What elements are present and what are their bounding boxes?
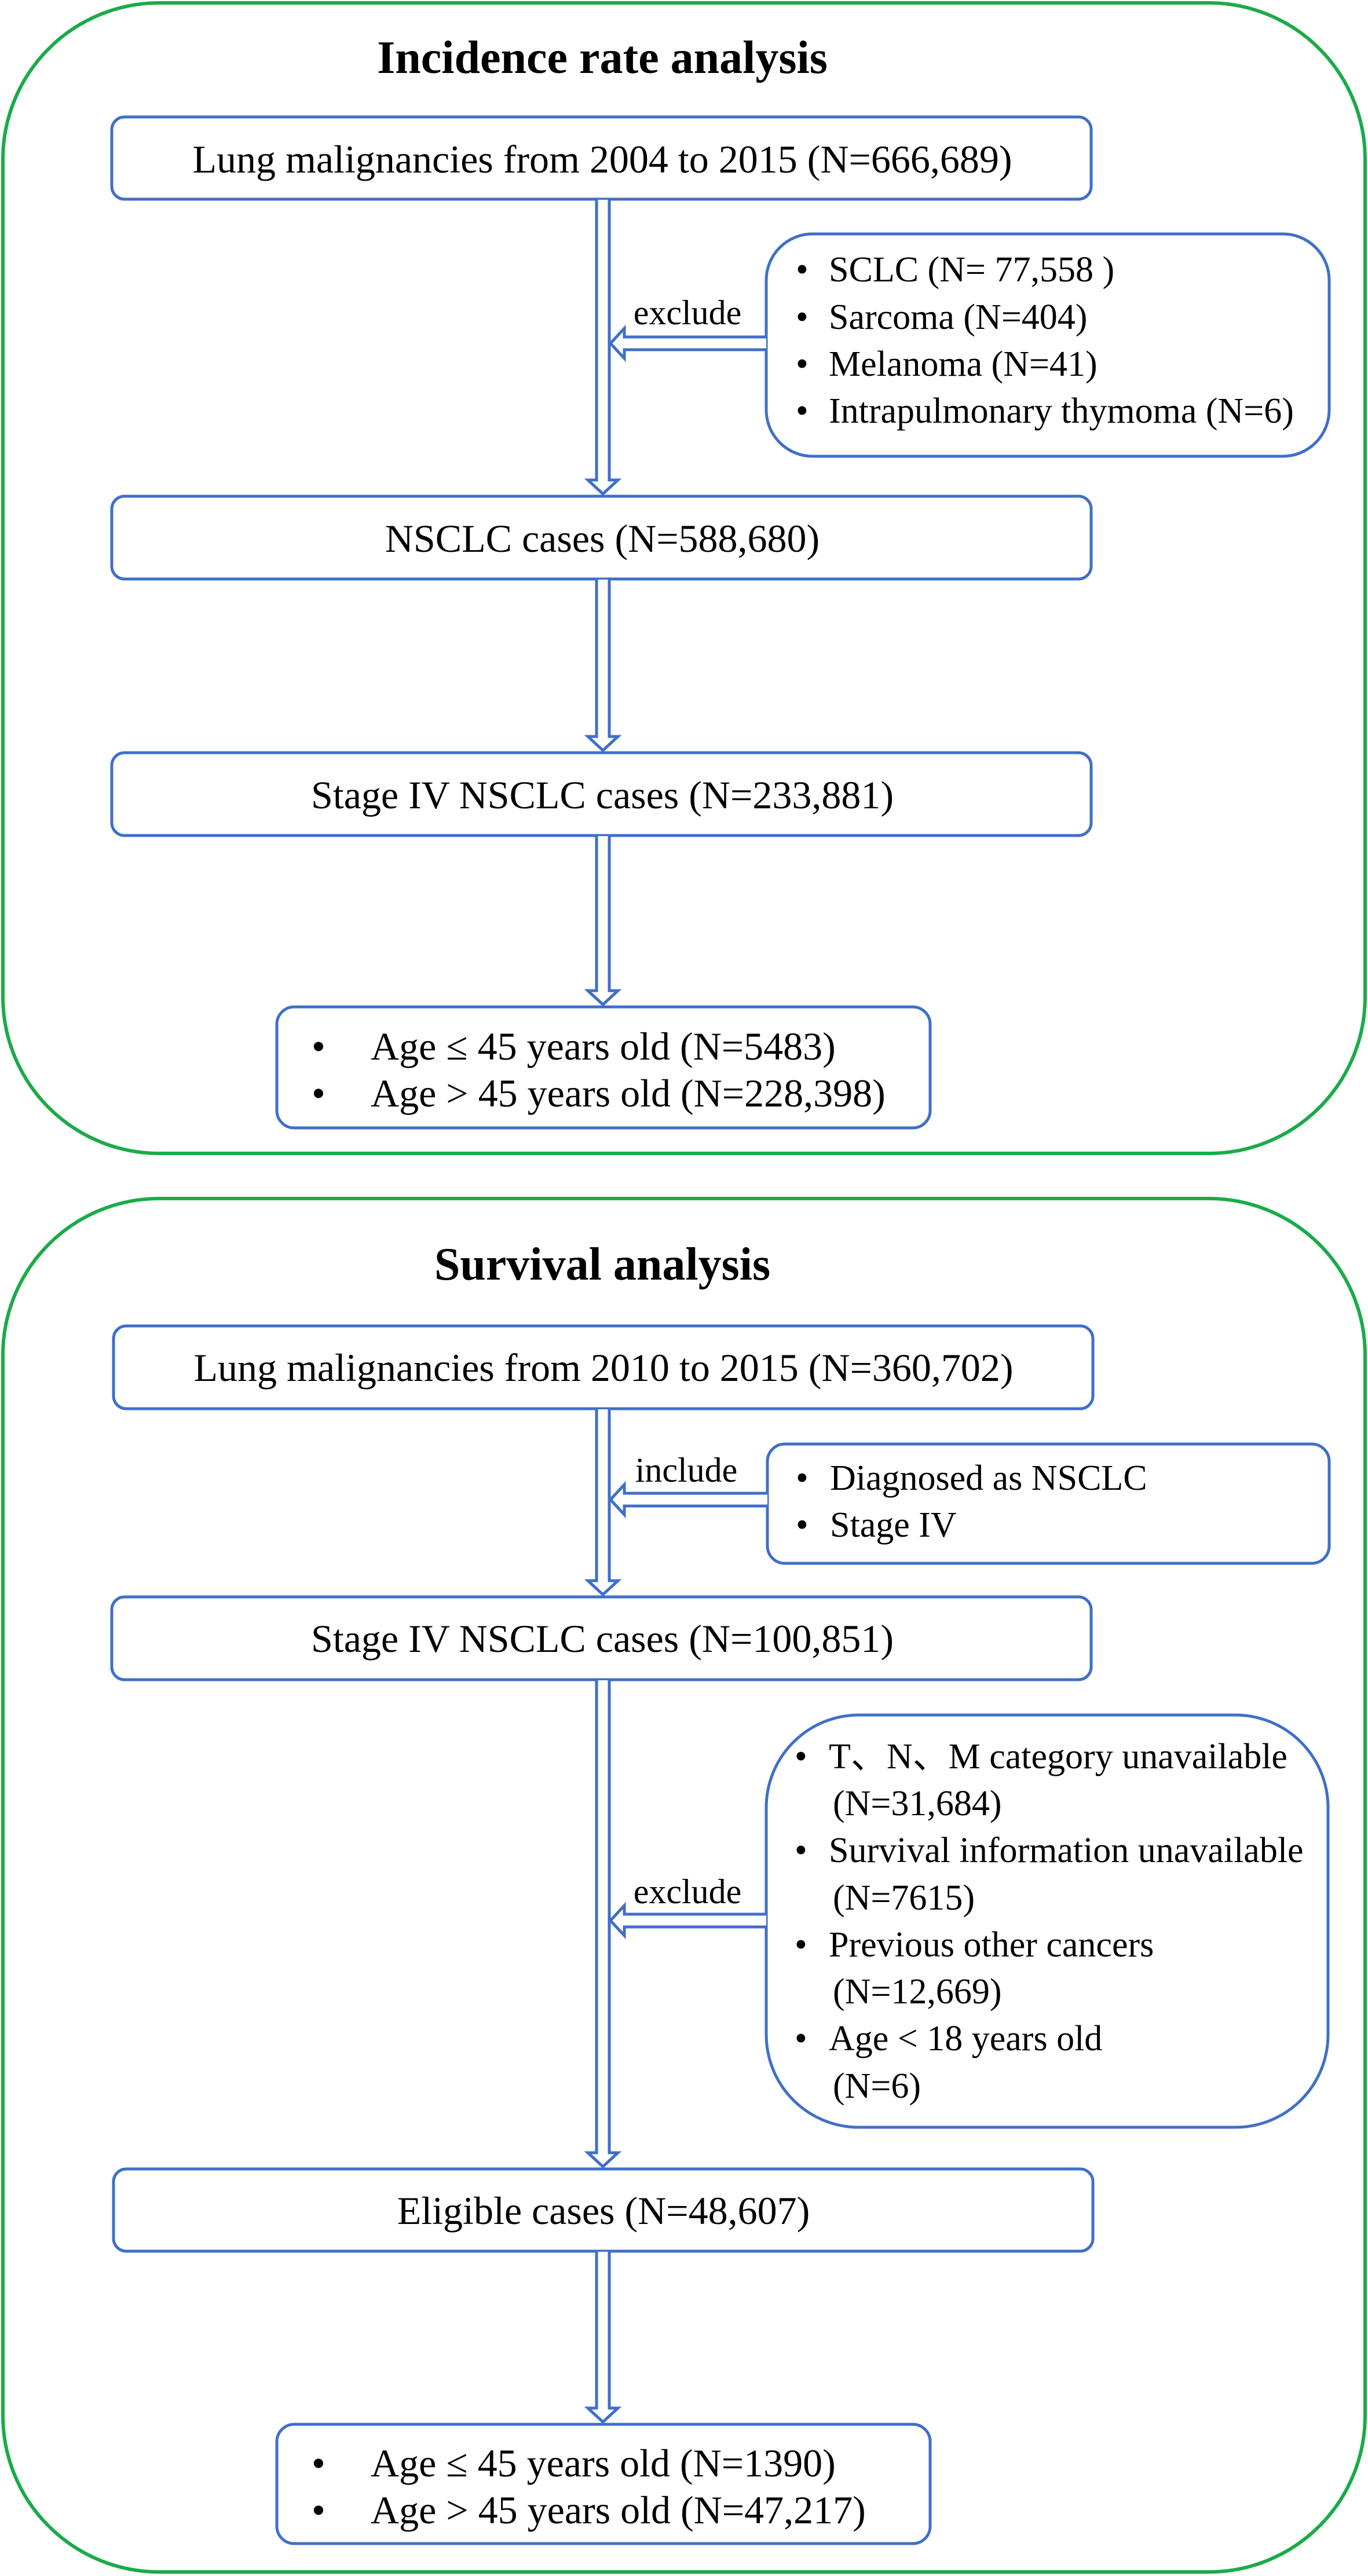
- exclusion-item: Age < 18 years old: [829, 2019, 1102, 2058]
- bullet: •: [795, 1737, 807, 1776]
- bullet: •: [312, 1071, 325, 1115]
- incidence-panel-border: [1, 1, 1367, 1155]
- group-item: Age > 45 years old (N=47,217): [371, 2488, 866, 2532]
- bullet: •: [796, 345, 809, 384]
- exclusion-count: (N=12,669): [833, 1972, 1002, 2011]
- survival-exclusion-box: [765, 1713, 1330, 2129]
- incidence-step1-box: [110, 115, 1093, 201]
- survival-step2-text: Stage IV NSCLC cases (N=100,851): [311, 1617, 894, 1661]
- incidence-title: Incidence rate analysis: [377, 32, 828, 83]
- bullet: •: [312, 2441, 325, 2485]
- survival-step3-text: Eligible cases (N=48,607): [397, 2189, 810, 2233]
- inclusion-item: Stage IV: [830, 1505, 957, 1545]
- survival-step1-text: Lung malignancies from 2010 to 2015 (N=3…: [193, 1346, 1013, 1390]
- bullet: •: [796, 298, 809, 337]
- exclusion-count: (N=31,684): [833, 1784, 1002, 1823]
- exclusion-count: (N=7615): [833, 1878, 975, 1918]
- down-arrow-icon: [584, 1680, 622, 2169]
- include-label: include: [635, 1451, 738, 1489]
- exclusion-count: (N=6): [833, 2066, 921, 2106]
- incidence-step2-text: NSCLC cases (N=588,680): [385, 516, 820, 560]
- group-item: Age ≤ 45 years old (N=5483): [371, 1024, 836, 1068]
- survival-groups-box: [275, 2423, 932, 2545]
- bullet: •: [795, 1831, 807, 1870]
- group-item: Age ≤ 45 years old (N=1390): [371, 2441, 836, 2485]
- exclusion-item: SCLC (N= 77,558 ): [829, 250, 1114, 290]
- exclude-label: exclude: [634, 294, 742, 332]
- exclusion-item: Previous other cancers: [829, 1925, 1154, 1965]
- left-arrow-icon: [608, 1901, 766, 1940]
- incidence-step2-box: [110, 494, 1093, 581]
- down-arrow-icon: [584, 836, 622, 1007]
- down-arrow-icon: [584, 1409, 622, 1597]
- down-arrow-icon: [584, 200, 622, 496]
- survival-title: Survival analysis: [434, 1239, 770, 1290]
- bullet: •: [796, 1505, 809, 1545]
- survival-panel-border: [1, 1197, 1367, 2574]
- bullet: •: [795, 1925, 807, 1965]
- exclude-label: exclude: [634, 1873, 742, 1911]
- survival-step3-box: [112, 2167, 1095, 2253]
- survival-panel: Survival analysis Lung malignancies from…: [1, 1197, 1367, 2574]
- bullet: •: [312, 2488, 325, 2532]
- group-item: Age > 45 years old (N=228,398): [371, 1071, 886, 1115]
- bullet: •: [312, 1024, 325, 1068]
- exclusion-item: Survival information unavailable: [829, 1831, 1304, 1870]
- incidence-step3-text: Stage IV NSCLC cases (N=233,881): [311, 773, 894, 817]
- down-arrow-icon: [584, 580, 622, 753]
- incidence-panel: Incidence rate analysis Lung malignancie…: [1, 1, 1367, 1155]
- down-arrow-icon: [584, 2252, 622, 2424]
- incidence-step1-text: Lung malignancies from 2004 to 2015 (N=6…: [192, 137, 1012, 181]
- inclusion-item: Diagnosed as NSCLC: [830, 1459, 1147, 1498]
- exclusion-item: Sarcoma (N=404): [829, 298, 1087, 337]
- left-arrow-icon: [608, 324, 766, 362]
- bullet: •: [796, 391, 809, 431]
- survival-step1-box: [112, 1324, 1095, 1410]
- left-arrow-icon: [608, 1481, 767, 1519]
- incidence-groups-box: [275, 1005, 932, 1130]
- incidence-step3-box: [110, 751, 1093, 837]
- bullet: •: [796, 1459, 809, 1498]
- bullet: •: [796, 250, 809, 290]
- exclusion-item: Intrapulmonary thymoma (N=6): [829, 391, 1294, 431]
- bullet: •: [795, 2019, 807, 2058]
- survival-step2-box: [110, 1595, 1093, 1681]
- exclusion-item: T、N、M category unavailable: [829, 1737, 1287, 1776]
- exclusion-item: Melanoma (N=41): [829, 345, 1098, 384]
